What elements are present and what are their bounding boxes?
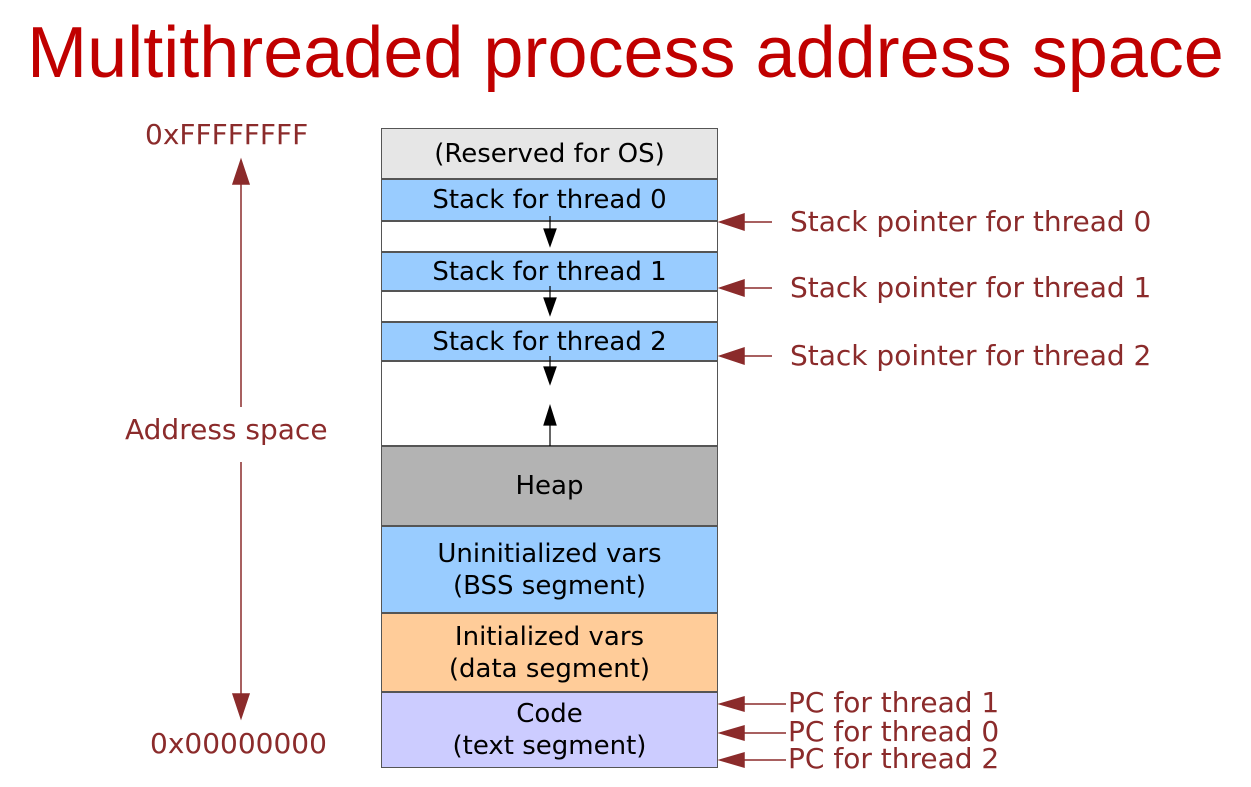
segment-data: Initialized vars (data segment) [381, 613, 718, 692]
segment-stack-2-label: Stack for thread 2 [432, 326, 667, 357]
segment-stack-1-label: Stack for thread 1 [432, 256, 667, 287]
sp1-label: Stack pointer for thread 1 [790, 271, 1152, 304]
address-bottom-label: 0x00000000 [150, 727, 327, 760]
segment-reserved-label: (Reserved for OS) [434, 138, 665, 169]
segment-reserved: (Reserved for OS) [381, 128, 718, 179]
pc0-arrowhead [717, 725, 745, 741]
segment-stack-0-label: Stack for thread 0 [432, 185, 667, 215]
pc2-arrowhead [717, 752, 745, 768]
segment-heap: Heap [381, 446, 718, 526]
segment-data-line1: Initialized vars [454, 621, 645, 652]
pc0-label: PC for thread 0 [788, 715, 1000, 748]
pc1-label: PC for thread 1 [788, 686, 1000, 719]
segment-heap-label: Heap [515, 471, 584, 501]
stack-2-growth-arrowhead [543, 366, 557, 386]
sp1-arrowhead [717, 278, 745, 298]
heap-growth-arrowhead [543, 404, 557, 426]
pc1-arrowhead [717, 696, 745, 712]
sp0-arrowhead [717, 212, 745, 232]
sp2-label: Stack pointer for thread 2 [790, 339, 1152, 372]
address-axis-down-arrowhead [231, 693, 251, 721]
segment-data-line2: (data segment) [448, 653, 651, 684]
address-space-label: Address space [125, 413, 328, 446]
segment-bss-line1: Uninitialized vars [437, 538, 662, 569]
sp2-arrowhead [717, 346, 745, 366]
segment-stack-1: Stack for thread 1 [381, 252, 718, 291]
segment-code: Code (text segment) [381, 692, 718, 768]
pc2-label: PC for thread 2 [788, 742, 1000, 775]
stack-1-growth-arrowhead [543, 297, 557, 317]
segment-code-line2: (text segment) [452, 731, 647, 761]
stack-0-growth-arrowhead [543, 228, 557, 248]
segment-stack-0: Stack for thread 0 [381, 179, 718, 221]
segment-stack-2: Stack for thread 2 [381, 322, 718, 361]
address-top-label: 0xFFFFFFFF [145, 118, 309, 151]
address-axis-up-arrowhead [231, 157, 251, 185]
segment-code-line1: Code [516, 699, 583, 729]
segment-bss: Uninitialized vars (BSS segment) [381, 526, 718, 613]
page-title: Multithreaded process address space [27, 13, 1224, 93]
sp0-label: Stack pointer for thread 0 [790, 205, 1152, 238]
segment-bss-line2: (BSS segment) [453, 570, 646, 601]
